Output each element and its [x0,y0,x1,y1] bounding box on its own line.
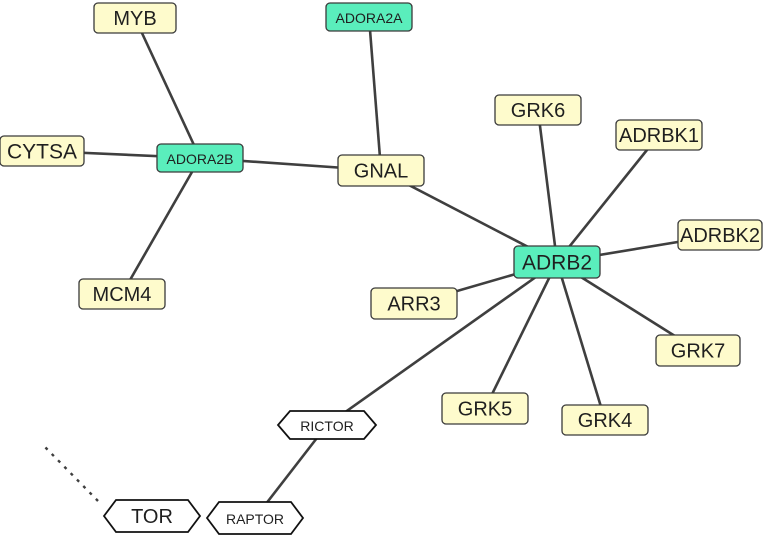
node-shape-rictor [276,410,378,440]
node-label-adrb2: ADRB2 [522,252,592,275]
node-label-mcm4: MCM4 [93,284,152,306]
node-tor: TOR [102,499,202,533]
edge-adora2a-gnal [367,16,383,171]
node-arr3: ARR3 [370,287,458,320]
node-shape-myb [93,2,177,34]
edge-myb-adora2b [133,17,202,159]
node-label-grk6: GRK6 [511,100,565,122]
node-shape-grk4 [561,404,649,436]
node-grk6: GRK6 [494,94,582,126]
node-label-adrbk1: ADRBK1 [619,125,699,147]
node-adrbk1: ADRBK1 [615,119,703,151]
node-shape-adrb2 [513,245,601,279]
edge-grk6-adrb2 [536,109,559,263]
node-grk5: GRK5 [441,392,529,425]
node-raptor: RAPTOR [205,501,305,535]
node-label-cytsa: CYTSA [7,141,77,164]
node-cytsa: CYTSA [0,135,85,167]
node-shape-arr3 [370,287,458,320]
node-gnal: GNAL [337,154,425,187]
node-shape-raptor [205,501,305,535]
node-grk7: GRK7 [655,334,741,367]
node-label-adora2a: ADORA2A [336,10,404,26]
edge-adrbk1-adrb2 [555,134,661,263]
node-shape-adora2a [325,2,413,32]
node-shape-mcm4 [78,278,166,310]
node-label-tor: TOR [131,506,173,528]
node-adrbk2: ADRBK2 [677,219,763,251]
node-label-rictor: RICTOR [300,418,353,434]
node-grk4: GRK4 [561,404,649,436]
node-label-myb: MYB [113,8,156,30]
node-adora2a: ADORA2A [325,2,413,32]
node-label-adrbk2: ADRBK2 [680,225,760,247]
node-shape-adrbk2 [677,219,763,251]
node-shape-grk5 [441,392,529,425]
node-shape-gnal [337,154,425,187]
node-shape-adora2b [156,143,244,173]
node-mcm4: MCM4 [78,278,166,310]
node-shape-cytsa [0,135,85,167]
node-shape-adrbk1 [615,119,703,151]
node-label-raptor: RAPTOR [226,511,284,527]
node-label-grk7: GRK7 [671,341,725,363]
node-rictor: RICTOR [276,410,378,440]
node-shape-grk6 [494,94,582,126]
edge-rictor-adrb2 [326,260,558,427]
dashed-edge-tor [43,445,99,502]
node-shape-grk7 [655,334,741,367]
edge-mcm4-adora2b [120,157,202,295]
node-label-arr3: ARR3 [387,294,440,316]
edges-layer [41,16,721,519]
node-label-grk4: GRK4 [578,410,632,432]
node-label-adora2b: ADORA2B [167,151,234,167]
edge-grk5-adrb2 [483,261,559,410]
node-myb: MYB [93,2,177,34]
node-shape-tor [102,499,202,533]
edge-grk4-adrb2 [555,261,607,421]
node-adora2b: ADORA2B [156,143,244,173]
node-adrb2: ADRB2 [513,245,601,279]
node-label-grk5: GRK5 [458,399,512,421]
node-label-gnal: GNAL [354,161,408,183]
